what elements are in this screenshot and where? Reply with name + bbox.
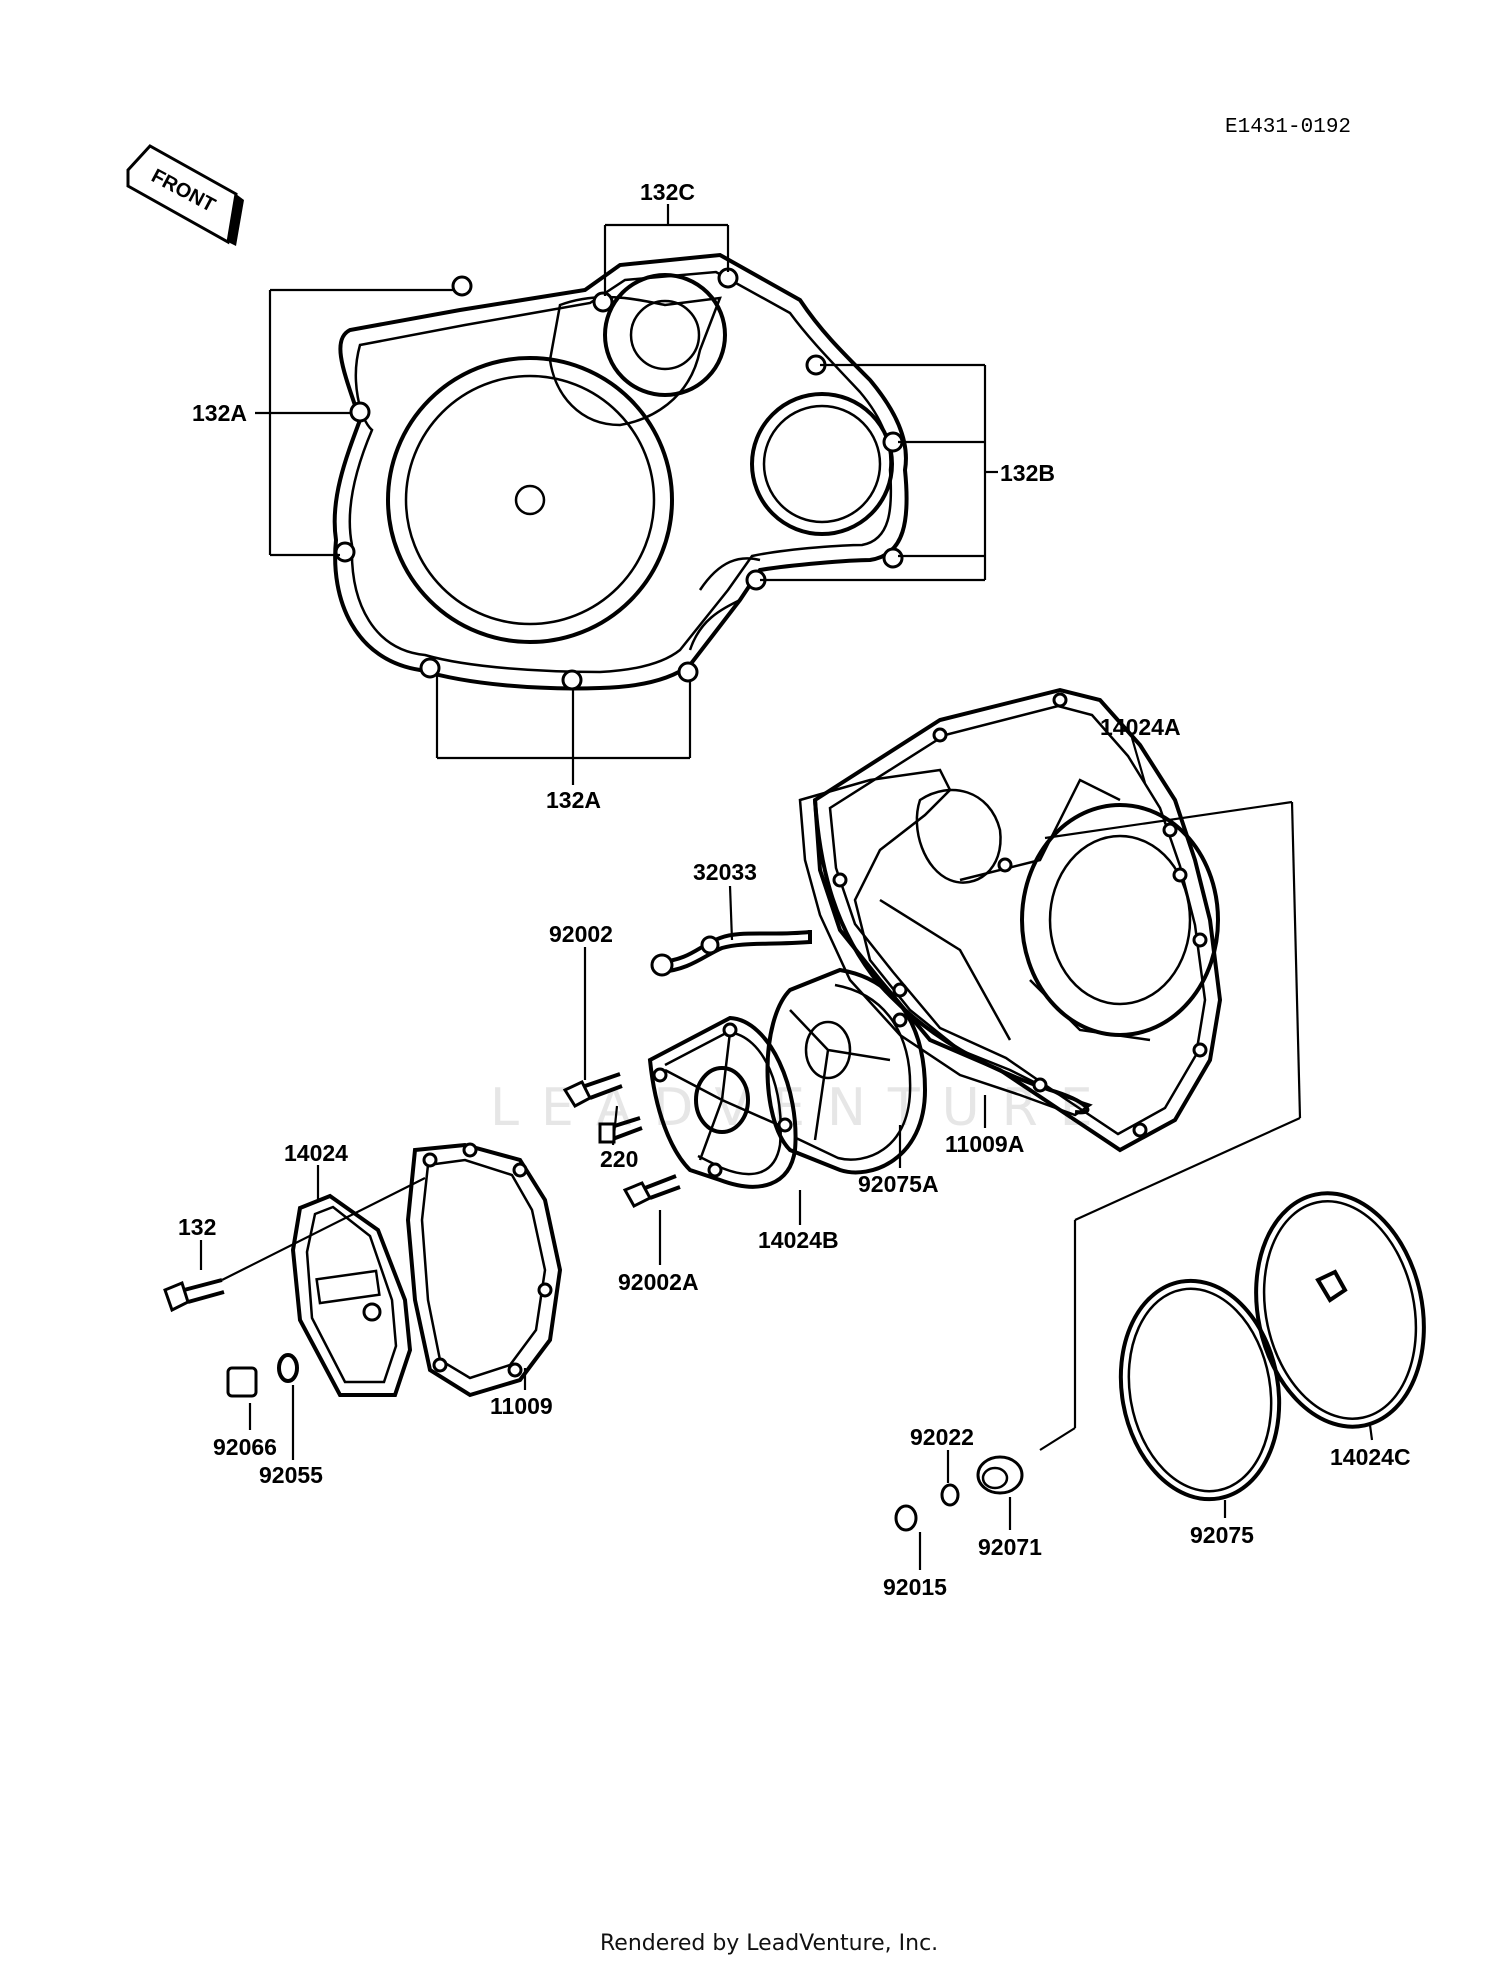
callout-11009: 11009 — [490, 1393, 553, 1419]
callout-11009A: 11009A — [945, 1131, 1024, 1157]
inner-cover-drawing — [798, 687, 1223, 1153]
front-arrow-icon: FRONT — [126, 144, 244, 246]
callout-32033: 32033 — [693, 859, 757, 885]
right-rings-drawing — [894, 1191, 1426, 1532]
callout-92066: 92066 — [213, 1434, 277, 1460]
callout-92002A: 92002A — [618, 1269, 699, 1295]
callout-92022: 92022 — [910, 1424, 974, 1450]
callout-92071: 92071 — [978, 1534, 1042, 1560]
callout-92015: 92015 — [883, 1574, 947, 1600]
callout-92075: 92075 — [1190, 1522, 1254, 1548]
callout-132A-left: 132A — [192, 400, 247, 426]
callout-14024A: 14024A — [1100, 714, 1181, 740]
callout-132A-bottom: 132A — [546, 787, 601, 813]
lower-callout-lines — [199, 737, 1374, 1570]
callout-92002: 92002 — [549, 921, 613, 947]
breather-drawing — [562, 930, 928, 1208]
callout-132: 132 — [178, 1214, 216, 1240]
callout-132B: 132B — [1000, 460, 1055, 486]
clutch-cover-drawing — [332, 252, 909, 691]
callout-14024: 14024 — [284, 1140, 348, 1166]
callout-132C: 132C — [640, 179, 695, 205]
left-cover-drawing — [163, 1142, 563, 1398]
callout-92055: 92055 — [259, 1462, 323, 1488]
callout-14024C: 14024C — [1330, 1444, 1411, 1470]
diagram-code: E1431-0192 — [1225, 116, 1351, 139]
callout-220: 220 — [600, 1146, 638, 1172]
upper-callout-lines — [255, 204, 998, 785]
callout-14024B: 14024B — [758, 1227, 839, 1253]
callout-92075A: 92075A — [858, 1171, 939, 1197]
footer-credit: Rendered by LeadVenture, Inc. — [600, 1931, 938, 1956]
